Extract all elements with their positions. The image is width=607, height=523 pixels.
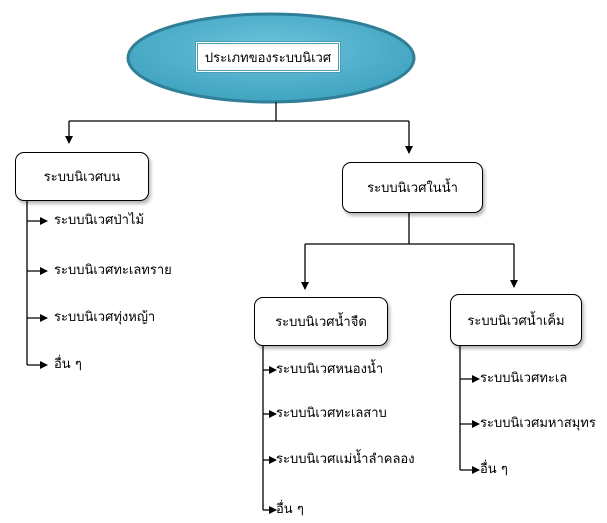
freshwater-ecosystem-label: ระบบนิเวศน้ำจืด — [275, 315, 367, 330]
fresh-items-connector — [262, 346, 277, 514]
salt-items-connector — [459, 346, 480, 474]
water-connector — [301, 213, 518, 290]
saltwater-ecosystem-label: ระบบนิเวศน้ำเค็ม — [467, 313, 565, 329]
land-item-forest: ระบบนิเวศป่าไม้ — [54, 213, 145, 228]
freshwater-ecosystem-box: ระบบนิเวศน้ำจืด — [254, 297, 388, 346]
salt-item-ocean: ระบบนิเวศมหาสมุทร — [480, 416, 596, 431]
land-ecosystem-box: ระบบนิเวศบน — [15, 152, 149, 201]
salt-item-other: อื่น ๆ — [480, 462, 508, 477]
root-title: ประเภทของระบบนิเวศ — [195, 41, 341, 73]
land-items-connector — [26, 201, 48, 369]
fresh-item-swamp: ระบบนิเวศหนองน้ำ — [276, 362, 384, 377]
salt-item-sea: ระบบนิเวศทะเล — [480, 371, 568, 386]
water-ecosystem-box: ระบบนิเวศในน้ำ — [342, 162, 483, 213]
fresh-item-lake: ระบบนิเวศทะเลสาบ — [276, 406, 387, 421]
fresh-item-river: ระบบนิเวศแม่น้ำลำคลอง — [276, 452, 415, 467]
water-ecosystem-label: ระบบนิเวศในน้ำ — [367, 181, 458, 196]
land-item-other: อื่น ๆ — [54, 357, 82, 372]
land-item-desert: ระบบนิเวศทะเลทราย — [54, 263, 172, 278]
land-item-grassland: ระบบนิเวศทุ่งหญ้า — [54, 310, 156, 325]
fresh-item-other: อื่น ๆ — [276, 502, 304, 517]
land-ecosystem-label: ระบบนิเวศบน — [43, 170, 121, 185]
saltwater-ecosystem-box: ระบบนิเวศน้ำเค็ม — [450, 294, 582, 346]
root-title-text: ประเภทของระบบนิเวศ — [204, 50, 332, 66]
root-connector — [65, 102, 413, 154]
